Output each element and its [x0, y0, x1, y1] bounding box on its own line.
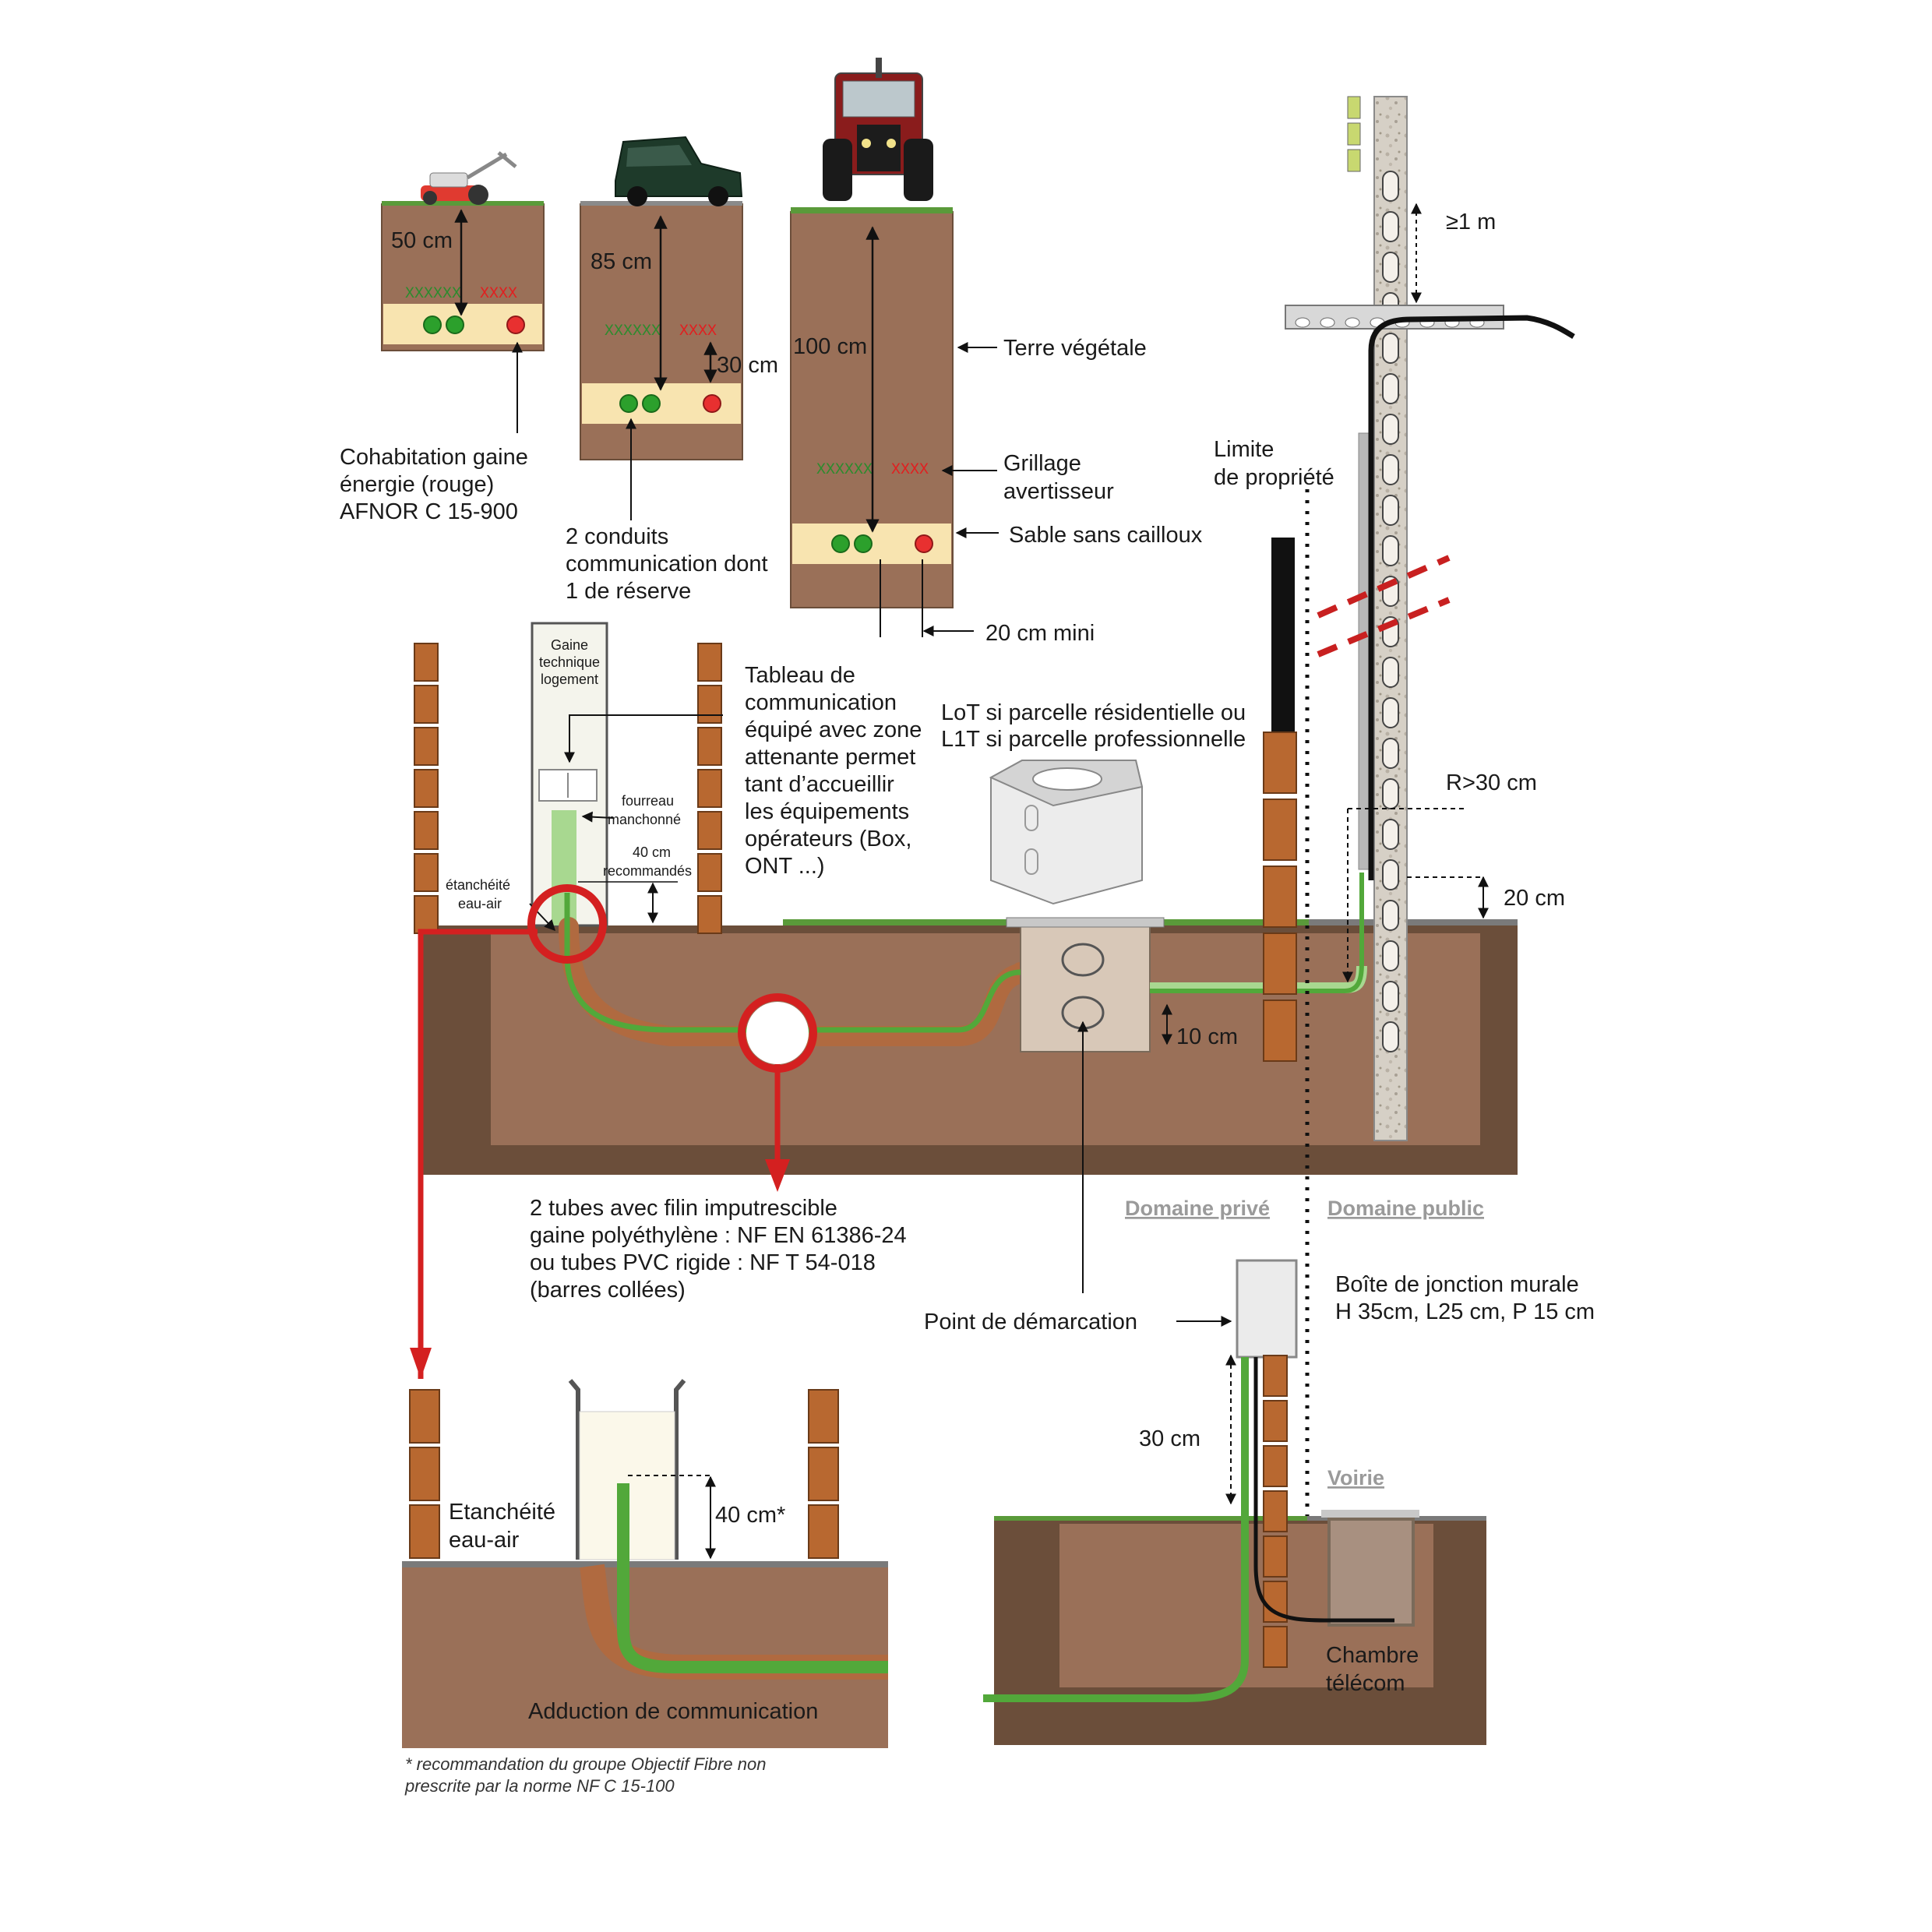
garden-caption-3: AFNOR C 15-900 [340, 499, 518, 524]
trench-field: XXXXXX XXXX 100 cm [790, 207, 954, 637]
sleeve-label-1: fourreau [622, 793, 674, 809]
chamber-caption-2: L1T si parcelle professionnelle [941, 727, 1246, 752]
warning-mesh-red: XXXX [891, 461, 929, 479]
panel-text-6: les équipements [745, 799, 909, 824]
warning-mesh-green: XXXXXX [605, 323, 661, 340]
chamber-box-icon [1006, 917, 1165, 1052]
gtl-label-3: logement [541, 672, 598, 687]
panel-text-1: Tableau de [745, 663, 855, 688]
domain-public: Domaine public [1327, 1197, 1484, 1220]
telecom-pole-icon [1285, 96, 1575, 1141]
break-marker [1317, 555, 1451, 658]
junction-box-1: Boîte de jonction murale [1335, 1272, 1579, 1297]
tubes-caption-2: gaine polyéthylène : NF EN 61386-24 [530, 1223, 907, 1248]
property-limit-2: de propriété [1214, 465, 1334, 490]
telecom-chamber-2: télécom [1326, 1671, 1405, 1696]
tubes-caption-4: (barres collées) [530, 1278, 686, 1303]
road-caption-2: communication dont [566, 552, 768, 576]
warning-mesh-red: XXXX [679, 323, 717, 340]
footnote-1: * recommandation du groupe Objectif Fibr… [405, 1754, 766, 1774]
demarcation-label: Point de démarcation [924, 1310, 1137, 1334]
domain-road: Voirie [1327, 1466, 1384, 1490]
warning-mesh-red: XXXX [480, 285, 517, 303]
sand-label: Sable sans cailloux [1009, 523, 1203, 548]
road-depth-label: 85 cm [591, 249, 652, 274]
radius-label: R>30 cm [1446, 770, 1537, 795]
footnote-2: prescrite par la norme NF C 15-100 [404, 1776, 675, 1796]
trench-garden: XXXXXX XXXX 50 cm [381, 201, 545, 351]
detail-left-caption: Adduction de communication [528, 1699, 818, 1724]
domain-private: Domaine privé [1125, 1197, 1270, 1220]
road-caption-1: 2 conduits [566, 524, 668, 549]
seal-label-1: étanchéité [446, 877, 510, 893]
panel-text-3: équipé avec zone [745, 717, 922, 742]
garden-depth-label: 50 cm [391, 228, 453, 253]
tractor-icon [823, 58, 933, 201]
telecom-chamber-1: Chambre [1326, 1643, 1419, 1668]
junction-box-icon [1236, 1259, 1298, 1359]
gtl-label-1: Gaine [551, 637, 588, 653]
green-tube-left [564, 893, 1021, 1033]
sleeve-label-2: manchonné [608, 812, 681, 827]
min-gap-label: 20 cm mini [985, 621, 1095, 646]
road-caption-3: 1 de réserve [566, 579, 691, 604]
house-wall-left [414, 643, 439, 934]
road-gap-label: 30 cm [717, 353, 778, 378]
height-label-1: 40 cm [633, 844, 671, 860]
property-limit-1: Limite [1214, 437, 1274, 462]
green-tube-right [1150, 873, 1364, 993]
garden-caption-2: énergie (rouge) [340, 472, 494, 497]
main-ground-section [421, 919, 1518, 1175]
detail-right-height: 30 cm [1139, 1426, 1200, 1451]
private-post [1271, 538, 1295, 732]
detail-left-height: 40 cm* [715, 1503, 785, 1528]
house-wall-right [697, 643, 722, 934]
height-label-2: recommandés [603, 863, 692, 879]
trench-field-labels: Terre végétale Grillage avertisseur Sabl… [922, 336, 1203, 646]
mesh-label-2: avertisseur [1003, 479, 1114, 504]
base-label: 20 cm [1504, 886, 1565, 911]
private-brick-pillar [1263, 732, 1297, 1062]
tubes-caption-3: ou tubes PVC rigide : NF T 54-018 [530, 1250, 876, 1275]
panel-text-8: ONT ...) [745, 854, 825, 879]
trench-road: XXXXXX XXXX 85 cm 30 cm [580, 201, 778, 460]
communication-panel-callout: Tableau de communication équipé avec zon… [564, 663, 922, 879]
topsoil-label: Terre végétale [1003, 336, 1147, 361]
chamber-caption-1: LoT si parcelle résidentielle ou [941, 700, 1246, 725]
gtl-label-2: technique [539, 654, 600, 670]
seal-label-2: eau-air [458, 896, 502, 911]
technical-sheath: Gaine technique logement [531, 622, 608, 927]
mesh-label-1: Grillage [1003, 451, 1081, 476]
chamber-depth-label: 10 cm [1176, 1024, 1238, 1049]
car-icon [615, 136, 743, 206]
panel-text-4: attenante permet [745, 745, 915, 770]
panel-text-7: opérateurs (Box, [745, 827, 911, 851]
pole-height-label: ≥1 m [1446, 210, 1496, 234]
garden-caption: Cohabitation gaine énergie (rouge) AFNOR… [340, 341, 528, 524]
junction-box-2: H 35cm, L25 cm, P 15 cm [1335, 1299, 1595, 1324]
garden-caption-1: Cohabitation gaine [340, 445, 528, 470]
detail-right: 30 cm Voirie Chambre télécom [983, 1354, 1486, 1745]
detail-callouts [410, 884, 817, 1379]
panel-text-5: tant d’accueillir [745, 772, 894, 797]
tubes-caption-1: 2 tubes avec filin imputrescible [530, 1196, 837, 1221]
panel-text-2: communication [745, 690, 897, 715]
lawnmower-icon [421, 151, 517, 205]
chamber-top-illustration [989, 760, 1144, 905]
detail-left-seal-1: Etanchéité [449, 1500, 555, 1525]
warning-mesh-green: XXXXXX [405, 285, 461, 303]
warning-mesh-green: XXXXXX [816, 461, 873, 479]
field-depth-label: 100 cm [793, 334, 867, 359]
detail-left-seal-2: eau-air [449, 1528, 520, 1553]
road-caption: 2 conduits communication dont 1 de réser… [566, 418, 768, 604]
detail-left: 40 cm* Etanchéité eau-air Adduction de c… [402, 1379, 888, 1748]
